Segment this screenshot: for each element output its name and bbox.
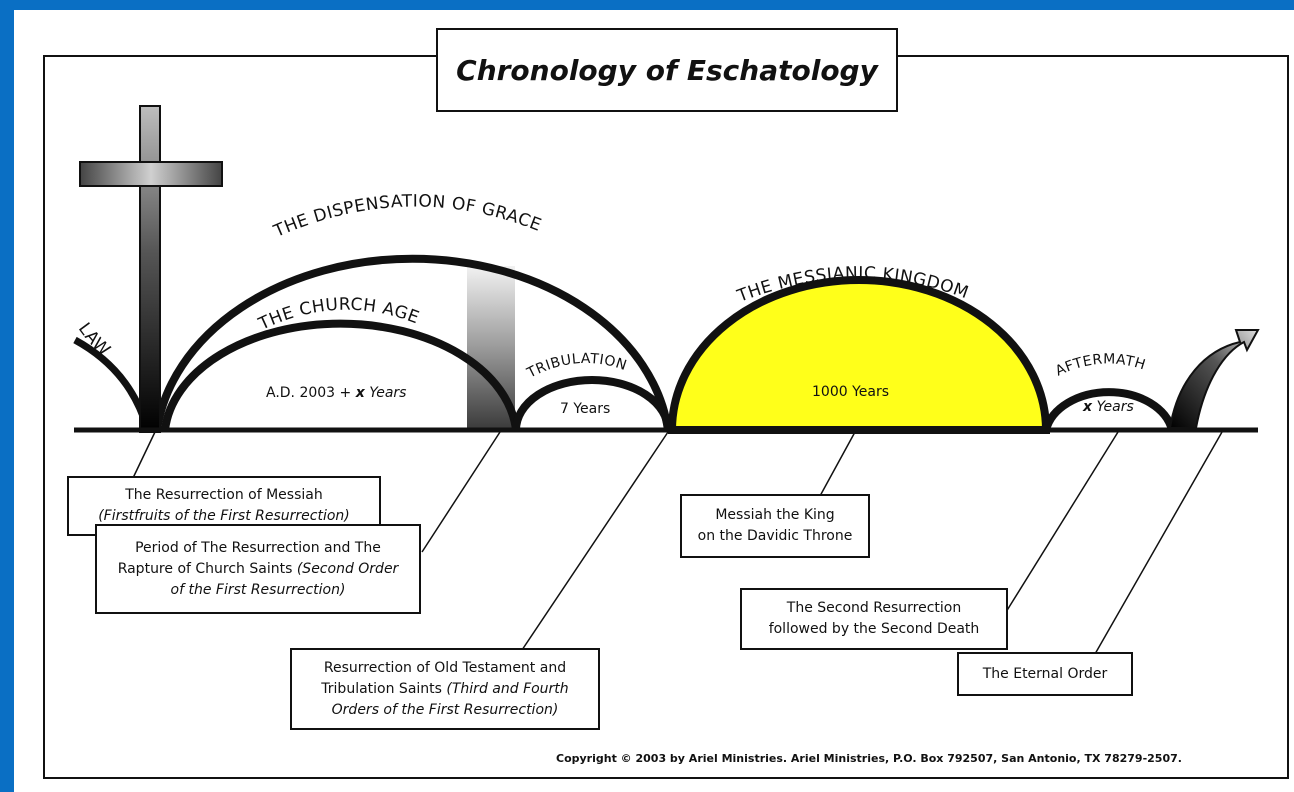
box-line: The Resurrection of Messiah (125, 487, 323, 503)
aftermath-duration-x: x (1083, 399, 1093, 415)
box-line: Messiah the King (715, 507, 835, 523)
box-line-part: (Third and Fourth (446, 680, 569, 697)
grace-arc (153, 254, 672, 431)
church-age-arc (161, 319, 520, 431)
church-duration-prefix: A.D. 2003 + (266, 385, 356, 401)
box-line-part: Rapture of Church Saints (117, 560, 297, 577)
old-testament-saints-box: Resurrection of Old Testament and Tribul… (290, 648, 600, 730)
church-age-duration: A.D. 2003 + x Years (266, 385, 406, 401)
box-line: Period of The Resurrection and The (135, 539, 381, 556)
kingdom-duration: 1000 Years (812, 384, 890, 400)
connector-lines (132, 431, 1223, 655)
page-title: Chronology of Eschatology (436, 28, 898, 112)
messiah-the-king-box: Messiah the King on the Davidic Throne (680, 494, 870, 558)
church-duration-x: x (355, 385, 365, 401)
box-line: on the Davidic Throne (697, 528, 853, 544)
box-line-part: (Second Order (296, 560, 399, 577)
second-resurrection-box: The Second Resurrection followed by the … (740, 588, 1008, 650)
tribulation-arc (512, 376, 672, 431)
box-line-part: Tribulation Saints (321, 680, 447, 697)
church-duration-suffix: Years (364, 385, 407, 401)
eternal-order-box: The Eternal Order (957, 652, 1133, 696)
dispensation-of-grace-label: THE DISPENSATION OF GRACE (270, 191, 544, 242)
aftermath-label: AFTERMATH (1053, 351, 1147, 379)
box-line: The Eternal Order (982, 665, 1108, 682)
box-line: Tribulation Saints (Third and Fourth (321, 679, 568, 700)
box-line: Rapture of Church Saints (Second Order (118, 559, 399, 580)
title-text: Chronology of Eschatology (456, 53, 878, 87)
kingdom-arc (667, 276, 1051, 434)
box-line: (Firstfruits of the First Resurrection) (98, 508, 350, 524)
box-line: Orders of the First Resurrection) (331, 701, 559, 718)
cross-icon (79, 105, 223, 433)
copyright-notice: Copyright © 2003 by Ariel Ministries. Ar… (556, 752, 1182, 765)
eternal-arrow-icon (1168, 329, 1260, 429)
box-line: Resurrection of Old Testament and (323, 659, 567, 676)
box-line: followed by the Second Death (768, 621, 980, 637)
tribulation-duration: 7 Years (560, 401, 611, 417)
box-line: of the First Resurrection) (170, 581, 346, 598)
law-arc (73, 336, 151, 429)
aftermath-duration: x Years (1083, 399, 1134, 415)
box-line: The Second Resurrection (786, 600, 962, 616)
aftermath-arc (1042, 388, 1176, 432)
aftermath-duration-suffix: Years (1092, 399, 1134, 415)
rapture-box: Period of The Resurrection and The Raptu… (95, 524, 421, 614)
